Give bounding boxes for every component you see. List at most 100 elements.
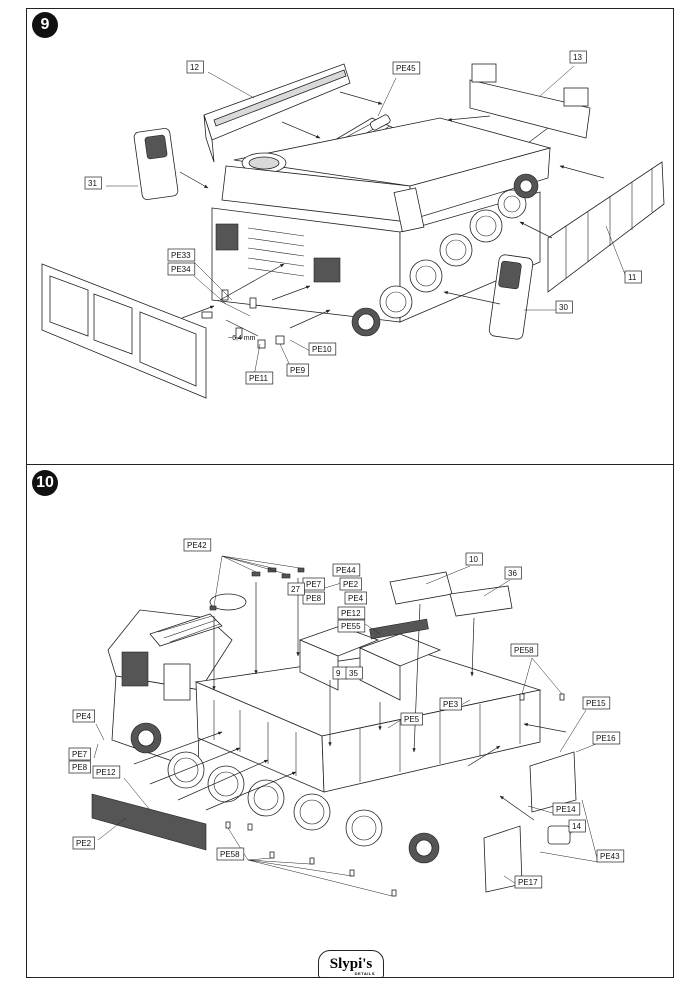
- callout-label: PE15: [586, 699, 606, 708]
- part-13: [469, 79, 591, 139]
- part-PE58-clips: [225, 657, 565, 897]
- callout-box: [400, 712, 423, 726]
- callout-box: [68, 760, 91, 774]
- dimension-label: ~6,4 mm: [228, 335, 256, 342]
- callout-box: [183, 538, 212, 552]
- callout-label: 30: [559, 303, 568, 312]
- callout-box: [624, 270, 642, 284]
- callout-label: PE12: [341, 609, 361, 618]
- callout-label: PE14: [556, 805, 576, 814]
- callout-label: 14: [572, 822, 581, 831]
- brand-sub: DETAILS: [354, 971, 375, 976]
- vehicle-body-step9: [211, 117, 552, 337]
- callout-label: PE17: [518, 878, 538, 887]
- wheels-step9: [351, 173, 539, 337]
- callout-box: [345, 666, 363, 680]
- callout-box: [337, 606, 366, 620]
- callout-label: PE4: [76, 712, 92, 721]
- callout-label: PE2: [343, 580, 359, 589]
- callout-label: PE12: [96, 768, 116, 777]
- callout-label: PE11: [249, 374, 269, 383]
- part-PE2-grille: [91, 793, 207, 851]
- part-PE42: [209, 555, 305, 611]
- callout-box: [514, 875, 543, 889]
- part-11: [547, 161, 665, 293]
- part-31: [133, 128, 179, 200]
- callout-box: [245, 371, 274, 385]
- callout-label: PE44: [336, 566, 356, 575]
- callout-box: [68, 747, 91, 761]
- step9-drawing: ~6,4 mm: [41, 63, 665, 399]
- callout-box: [568, 819, 586, 833]
- callout-label: PE4: [348, 594, 364, 603]
- step-9-badge: 9: [32, 12, 58, 38]
- callout-box: [302, 591, 325, 605]
- callout-label: 27: [291, 585, 300, 594]
- callout-label: PE10: [312, 345, 332, 354]
- brand-logo: Slypi's DETAILS: [318, 950, 384, 978]
- callout-label: 10: [469, 555, 478, 564]
- step-10-badge: 10: [32, 470, 58, 496]
- callout-box: [337, 619, 366, 633]
- small-pe-parts-step9: [181, 261, 331, 377]
- part-10: [389, 571, 453, 605]
- callout-label: PE43: [600, 852, 620, 861]
- part-36: [449, 585, 513, 617]
- callout-label: PE5: [404, 715, 420, 724]
- callout-box: [186, 60, 204, 74]
- callout-box: [84, 176, 102, 190]
- step-divider: [26, 464, 674, 465]
- callout-box: [287, 582, 305, 596]
- callout-label: PE7: [72, 750, 88, 759]
- callout-box: [332, 563, 361, 577]
- callout-box: [510, 643, 539, 657]
- callout-label: 36: [508, 569, 517, 578]
- callout-label: 13: [573, 53, 582, 62]
- callout-label: 35: [349, 669, 358, 678]
- callout-box: [72, 836, 95, 850]
- callout-box: [439, 697, 462, 711]
- callout-box: [216, 847, 245, 861]
- callout-box: [504, 566, 522, 580]
- callout-label: PE16: [596, 734, 616, 743]
- part-14: [547, 825, 571, 845]
- callout-box: [596, 849, 625, 863]
- callout-label: PE2: [76, 839, 92, 848]
- step10-drawing: [91, 555, 599, 897]
- callout-box: [308, 342, 337, 356]
- callout-box: [92, 765, 121, 779]
- callout-box: [392, 61, 421, 75]
- callout-box: [339, 577, 362, 591]
- callout-label: PE45: [396, 64, 416, 73]
- brand-name: Slypi's: [329, 955, 373, 972]
- callout-label: 31: [88, 179, 97, 188]
- callout-box: [582, 696, 611, 710]
- callout-label: 11: [628, 273, 637, 282]
- callout-box: [72, 709, 95, 723]
- callout-box: [552, 802, 581, 816]
- callout-label: PE58: [220, 850, 240, 859]
- callout-box: [555, 300, 573, 314]
- callout-label: 12: [190, 63, 199, 72]
- callout-label: PE7: [306, 580, 322, 589]
- callout-box: [167, 248, 196, 262]
- callout-label: PE58: [514, 646, 534, 655]
- callout-box: [592, 731, 621, 745]
- callout-label: PE42: [187, 541, 207, 550]
- callout-label: 9: [336, 669, 341, 678]
- callout-box: [569, 50, 587, 64]
- callout-label: PE33: [171, 251, 191, 260]
- callout-label: PE9: [290, 366, 306, 375]
- callout-label: PE8: [306, 594, 322, 603]
- callout-label: PE8: [72, 763, 88, 772]
- callout-label: PE55: [341, 622, 361, 631]
- callout-label: PE3: [443, 700, 459, 709]
- callout-box: [286, 363, 309, 377]
- callout-box: [344, 591, 367, 605]
- callout-box: [167, 262, 196, 276]
- callout-box: [465, 552, 483, 566]
- part-PE15: [529, 751, 577, 813]
